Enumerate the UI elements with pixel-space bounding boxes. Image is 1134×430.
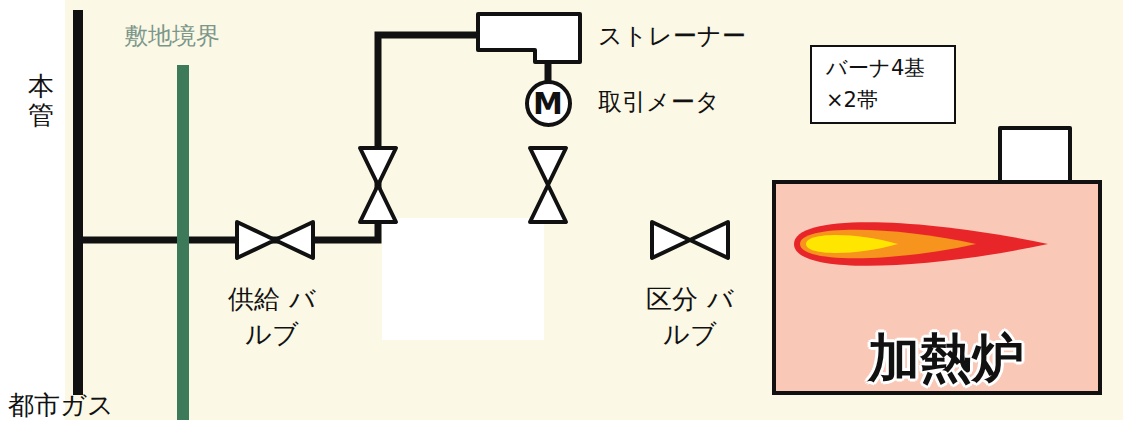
valve-symbol [275, 222, 313, 258]
site-boundary-line [177, 65, 189, 420]
flame-outer [794, 222, 1048, 266]
flame-core [806, 235, 898, 253]
main-pipe [73, 10, 83, 395]
callout-box: バーナ4基 ×2帯 [810, 45, 956, 124]
strainer-symbol [478, 14, 580, 62]
part-label: ストレーナー [598, 20, 746, 52]
valve-label: 区分 バルブ [646, 282, 734, 352]
valve-symbol [237, 222, 275, 258]
valve-symbol [530, 148, 566, 185]
background-panel [65, 0, 1123, 420]
main-pipe-label: 本管 [28, 72, 54, 129]
gas-pipe [78, 35, 480, 240]
valve-symbol [652, 222, 690, 258]
blank-panel [382, 218, 544, 340]
node-text: M [533, 86, 563, 121]
heating-furnace: 加熱炉 [772, 180, 1102, 395]
site-boundary-label: 敷地境界 [124, 20, 220, 52]
chimney [1000, 128, 1070, 182]
part-label: 取引メータ [598, 86, 720, 118]
valve-symbol [360, 148, 396, 185]
node-text: バーナ4基 ×2帯 [826, 53, 939, 116]
valve-symbol [690, 222, 728, 258]
valve-symbol [360, 185, 396, 222]
meter-symbol: M [525, 80, 572, 127]
node-text: 加熱炉 [868, 324, 1024, 394]
valve-symbol [530, 185, 566, 222]
valve-label: 供給 バルブ [228, 282, 316, 352]
flame-middle [800, 230, 976, 259]
gas-source-label: 都市ガス [8, 388, 114, 423]
